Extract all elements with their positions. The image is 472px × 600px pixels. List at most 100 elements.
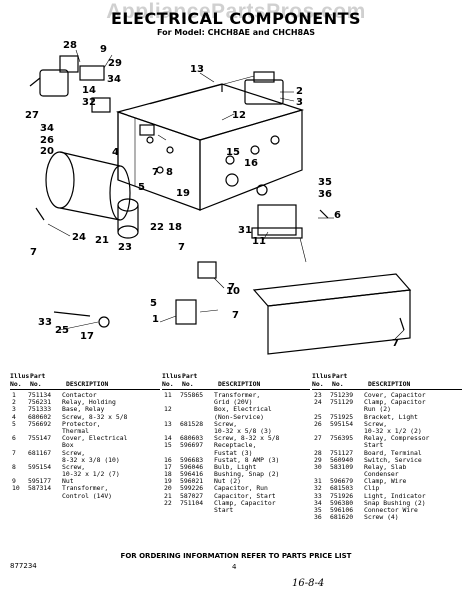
callout-23: 23 bbox=[118, 242, 132, 253]
header-cell: Part bbox=[30, 372, 46, 380]
description: Screw, bbox=[62, 448, 86, 457]
part-no: 587027 bbox=[180, 491, 204, 500]
description: Start bbox=[214, 506, 234, 514]
part-no: 755865 bbox=[180, 391, 204, 399]
parts-row: Control (14V) bbox=[10, 491, 160, 500]
illus-no: 10 bbox=[12, 484, 20, 493]
part-no: 756395 bbox=[330, 434, 354, 443]
callout-27: 27 bbox=[25, 110, 39, 121]
description: Box, Electrical bbox=[214, 405, 272, 414]
callout-2: 2 bbox=[296, 86, 303, 97]
description: Screw, bbox=[62, 462, 86, 471]
description: Screw, 8-32 x 5/8 bbox=[214, 434, 280, 443]
exploded-parts-diagram: 28 9 29 14 34 32 27 13 2 3 12 34 26 20 4… bbox=[25, 40, 412, 355]
callout-7a: 7 bbox=[152, 167, 159, 178]
part-no: 596697 bbox=[180, 441, 204, 450]
part-no: 681620 bbox=[330, 513, 354, 522]
description: Light, Indicator bbox=[364, 491, 426, 500]
electrical-box-right-face bbox=[199, 109, 303, 211]
illus-no: 3 bbox=[12, 405, 16, 414]
callout-7f: 7 bbox=[392, 338, 399, 349]
description: Base, Relay bbox=[62, 405, 105, 414]
parts-row: Condenser bbox=[312, 470, 462, 478]
parts-row: Thermal bbox=[10, 426, 160, 435]
description: Screw, bbox=[214, 419, 238, 428]
description: Board, Terminal bbox=[364, 448, 422, 457]
callout-4: 4 bbox=[112, 147, 119, 158]
part-no: 756692 bbox=[28, 419, 52, 428]
description: Switch, Service bbox=[364, 455, 422, 464]
description: Transformer, bbox=[214, 391, 261, 399]
part-no: 583109 bbox=[330, 462, 354, 471]
callout-34b: 34 bbox=[40, 123, 54, 134]
header-cell: No. bbox=[312, 380, 324, 388]
parts-row: 8-32 x 3/8 (10) bbox=[10, 456, 160, 464]
part-no: 595177 bbox=[28, 477, 52, 486]
callout-16: 16 bbox=[244, 158, 258, 169]
description: Snap Bushing (2) bbox=[364, 498, 426, 507]
illus-no: 13 bbox=[164, 419, 172, 428]
illus-no: 12 bbox=[164, 405, 172, 414]
parts-row: 10-32 x 1/2 (7) bbox=[10, 470, 160, 478]
illus-no: 23 bbox=[314, 391, 322, 399]
description: Transformer, bbox=[62, 484, 109, 493]
indicator-light bbox=[98, 316, 110, 328]
header-cell: Illus. bbox=[312, 372, 336, 380]
transformer-control bbox=[197, 261, 217, 279]
part-no: 755147 bbox=[28, 434, 52, 443]
description: Screw (4) bbox=[364, 513, 399, 522]
parts-row: Box bbox=[10, 442, 160, 449]
illus-no: 14 bbox=[164, 434, 172, 443]
part-no: 680603 bbox=[180, 434, 204, 443]
description: Fustat (3) bbox=[214, 448, 253, 457]
part-no: 751239 bbox=[330, 391, 354, 399]
description: Nut bbox=[62, 477, 74, 486]
description: Clip bbox=[364, 484, 380, 493]
part-no: 595154 bbox=[28, 462, 52, 471]
description: Thermal bbox=[62, 426, 89, 435]
parts-row: 14 680603 Screw, 8-32 x 5/8 bbox=[162, 434, 310, 443]
parts-row: (Non-Service) bbox=[162, 413, 310, 421]
illus-no: 34 bbox=[314, 498, 322, 507]
relay-compressor-start bbox=[39, 69, 69, 97]
callout-12: 12 bbox=[232, 110, 246, 121]
illus-no: 28 bbox=[314, 448, 322, 457]
parts-row: Start bbox=[162, 506, 310, 514]
callout-6: 6 bbox=[334, 210, 341, 221]
description: Capacitor, Run bbox=[214, 484, 268, 493]
description: 10-32 x 1/2 (2) bbox=[364, 426, 422, 435]
description: Receptacle, bbox=[214, 441, 257, 450]
part-no: 596416 bbox=[180, 470, 204, 479]
part-no: 560940 bbox=[330, 455, 354, 464]
callout-20: 20 bbox=[40, 146, 54, 157]
callout-21: 21 bbox=[95, 235, 109, 246]
description: Nut (2) bbox=[214, 477, 241, 486]
terminal-board bbox=[79, 65, 105, 81]
callout-22: 22 bbox=[150, 222, 164, 233]
description: Control (14V) bbox=[62, 491, 113, 500]
illus-no: 17 bbox=[164, 462, 172, 471]
illus-no: 31 bbox=[314, 477, 322, 486]
illus-no: 4 bbox=[12, 412, 16, 421]
callout-7b: 7 bbox=[30, 247, 37, 258]
parts-row: Grid (20V) bbox=[162, 398, 310, 407]
description: Grid (20V) bbox=[214, 398, 253, 407]
